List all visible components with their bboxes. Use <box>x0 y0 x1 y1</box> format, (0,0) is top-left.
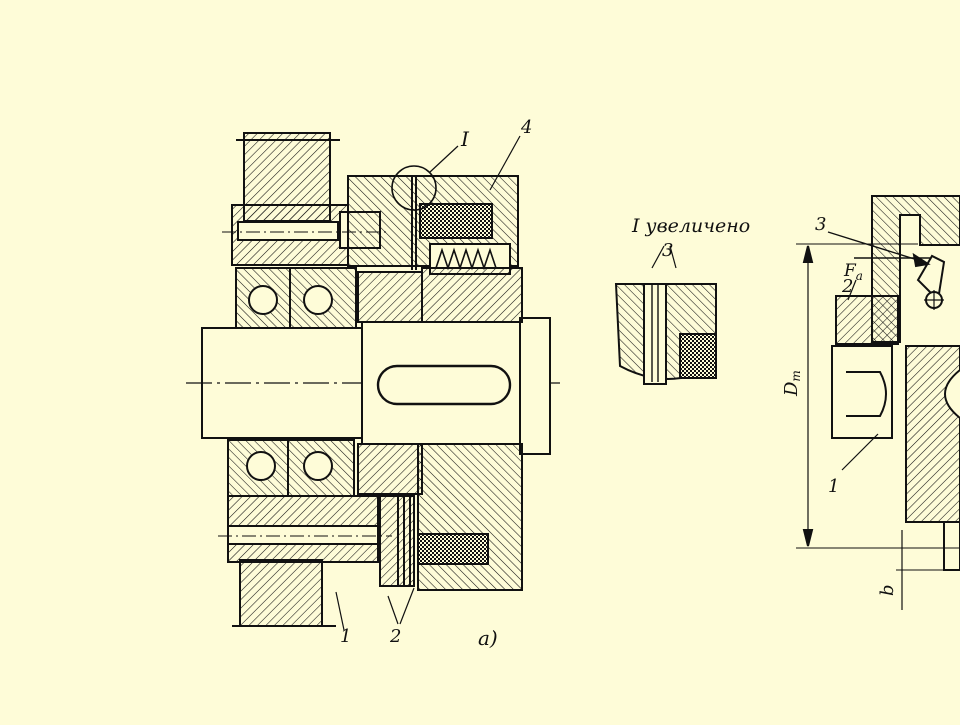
enlarged-detail <box>614 245 717 385</box>
label-force: Fa <box>843 261 863 283</box>
detail-circle <box>391 165 437 211</box>
label-enlarged-title: I увеличено <box>631 215 750 237</box>
bolt-bottom <box>227 525 379 545</box>
label-enlarged-part-3: 3 <box>662 240 673 261</box>
label-dim-dm: Dm <box>781 370 803 397</box>
label-dim-b: b <box>877 584 898 596</box>
view-a-assembly <box>186 132 560 631</box>
label-part-4: 4 <box>520 117 532 138</box>
label-right-part-1: 1 <box>828 476 839 497</box>
label-view-a: a) <box>478 626 498 650</box>
label-part-1: 1 <box>340 626 351 647</box>
dm-letter: D <box>781 381 802 397</box>
dm-subscript: m <box>789 370 803 381</box>
gear-rim-bottom <box>239 559 323 627</box>
label-right-part-3: 3 <box>815 214 826 235</box>
label-detail-mark: I <box>460 127 470 151</box>
clutch-body-bottom <box>417 443 523 591</box>
force-subscript: a <box>856 269 863 283</box>
label-part-2: 2 <box>389 626 401 647</box>
label-right-part-2: 2 <box>841 276 853 297</box>
force-letter: F <box>843 261 857 281</box>
right-view-assembly <box>796 195 960 610</box>
bolt-top <box>237 221 339 241</box>
